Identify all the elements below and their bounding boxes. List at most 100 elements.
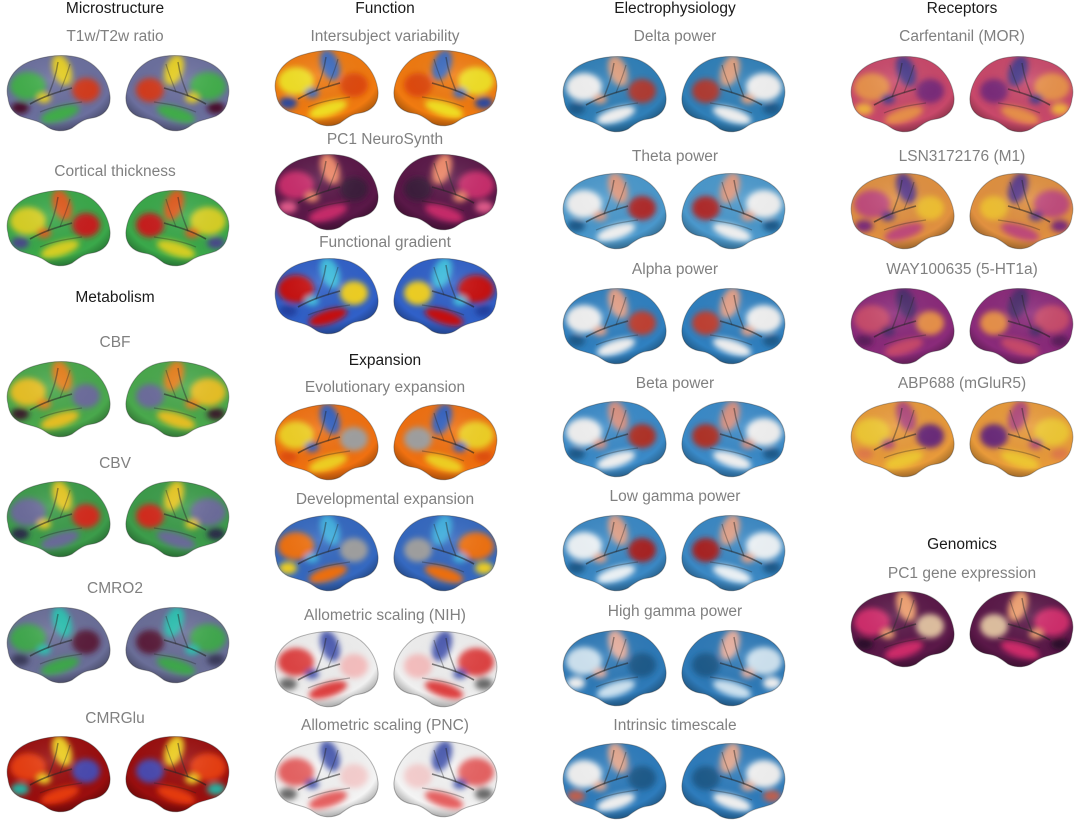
map-label-high-gamma-power: High gamma power xyxy=(607,603,743,620)
brain-hemisphere-left xyxy=(268,255,381,335)
section-header-expansion: Expansion xyxy=(348,352,422,369)
brain-pair-cortical-thickness xyxy=(0,187,236,267)
map-label-functional-gradient: Functional gradient xyxy=(319,234,451,251)
brain-hemisphere-left xyxy=(0,733,113,813)
brain-hemisphere-right xyxy=(391,255,504,335)
brain-hemisphere-left xyxy=(0,52,113,132)
section-header-genomics: Genomics xyxy=(927,536,997,553)
map-label-way100635: WAY100635 (5-HT1a) xyxy=(886,261,1038,278)
section-header-function: Function xyxy=(355,0,415,17)
map-label-intrinsic-timescale: Intrinsic timescale xyxy=(613,717,737,734)
brain-hemisphere-right xyxy=(679,627,792,707)
brain-pair-low-gamma-power xyxy=(556,512,792,592)
brain-pair-functional-gradient xyxy=(268,255,504,335)
brain-hemisphere-right xyxy=(123,604,236,684)
brain-hemisphere-left xyxy=(556,285,669,365)
brain-pair-cbf xyxy=(0,358,236,438)
brain-hemisphere-left xyxy=(268,628,381,708)
brain-pair-delta-power xyxy=(556,53,792,133)
brain-hemisphere-right xyxy=(967,398,1080,478)
section-header-receptors: Receptors xyxy=(926,0,998,17)
brain-hemisphere-right xyxy=(123,733,236,813)
section-header-electrophysiology: Electrophysiology xyxy=(614,0,736,17)
section-header-microstructure: Microstructure xyxy=(65,0,165,17)
brain-pair-intrinsic-timescale xyxy=(556,740,792,820)
brain-hemisphere-left xyxy=(0,358,113,438)
map-label-allometric-pnc: Allometric scaling (PNC) xyxy=(301,717,469,734)
brain-hemisphere-left xyxy=(844,53,957,133)
brain-hemisphere-right xyxy=(123,187,236,267)
map-label-pc1-gene-expression: PC1 gene expression xyxy=(887,565,1037,582)
brain-pair-theta-power xyxy=(556,170,792,250)
brain-hemisphere-right xyxy=(679,170,792,250)
map-label-developmental-expansion: Developmental expansion xyxy=(295,491,475,508)
brain-hemisphere-left xyxy=(0,187,113,267)
brain-pair-allometric-pnc xyxy=(268,738,504,818)
brain-hemisphere-right xyxy=(391,738,504,818)
map-label-t1w-t2w: T1w/T2w ratio xyxy=(66,28,164,45)
map-label-cbf: CBF xyxy=(99,334,131,351)
brain-pair-t1w-t2w xyxy=(0,52,236,132)
brain-pair-way100635 xyxy=(844,285,1080,365)
brain-hemisphere-left xyxy=(268,151,381,231)
brain-hemisphere-left xyxy=(556,170,669,250)
brain-hemisphere-right xyxy=(967,170,1080,250)
brain-hemisphere-left xyxy=(844,170,957,250)
map-label-low-gamma-power: Low gamma power xyxy=(609,488,741,505)
map-label-abp688: ABP688 (mGluR5) xyxy=(897,375,1027,392)
brain-hemisphere-right xyxy=(123,358,236,438)
brain-pair-abp688 xyxy=(844,398,1080,478)
brain-hemisphere-right xyxy=(967,285,1080,365)
map-label-intersubject-variability: Intersubject variability xyxy=(310,28,460,45)
map-label-cmrglu: CMRGlu xyxy=(85,710,145,727)
brain-hemisphere-left xyxy=(268,738,381,818)
brain-pair-intersubject-variability xyxy=(268,47,504,127)
brain-hemisphere-left xyxy=(268,512,381,592)
brain-hemisphere-right xyxy=(679,398,792,478)
brain-pair-pc1-gene-expression xyxy=(844,588,1080,668)
brain-hemisphere-right xyxy=(391,47,504,127)
brain-pair-evolutionary-expansion xyxy=(268,401,504,481)
map-label-delta-power: Delta power xyxy=(633,28,717,45)
brain-pair-cmrglu xyxy=(0,733,236,813)
brain-hemisphere-right xyxy=(123,52,236,132)
map-label-carfentanil: Carfentanil (MOR) xyxy=(899,28,1025,45)
brain-hemisphere-left xyxy=(556,512,669,592)
brain-hemisphere-left xyxy=(844,588,957,668)
brain-pair-allometric-nih xyxy=(268,628,504,708)
brain-pair-beta-power xyxy=(556,398,792,478)
brain-hemisphere-right xyxy=(123,478,236,558)
brain-hemisphere-right xyxy=(391,151,504,231)
brain-pair-lsn3172176 xyxy=(844,170,1080,250)
brain-pair-high-gamma-power xyxy=(556,627,792,707)
brain-pair-pc1-neurosynth xyxy=(268,151,504,231)
brain-hemisphere-left xyxy=(268,401,381,481)
brain-hemisphere-right xyxy=(679,512,792,592)
brain-hemisphere-left xyxy=(0,604,113,684)
map-label-lsn3172176: LSN3172176 (M1) xyxy=(898,148,1026,165)
brain-pair-alpha-power xyxy=(556,285,792,365)
map-label-pc1-neurosynth: PC1 NeuroSynth xyxy=(326,131,444,148)
brain-hemisphere-right xyxy=(679,285,792,365)
brain-hemisphere-left xyxy=(844,398,957,478)
brain-hemisphere-right xyxy=(967,53,1080,133)
brain-hemisphere-left xyxy=(556,53,669,133)
map-label-beta-power: Beta power xyxy=(635,375,715,392)
map-label-alpha-power: Alpha power xyxy=(631,261,719,278)
brain-hemisphere-left xyxy=(268,47,381,127)
map-label-theta-power: Theta power xyxy=(631,148,719,165)
brain-hemisphere-left xyxy=(556,627,669,707)
map-label-cbv: CBV xyxy=(99,455,131,472)
map-label-cmro2: CMRO2 xyxy=(87,580,143,597)
section-header-metabolism: Metabolism xyxy=(75,289,155,306)
brain-hemisphere-right xyxy=(967,588,1080,668)
brain-pair-cbv xyxy=(0,478,236,558)
brain-pair-cmro2 xyxy=(0,604,236,684)
brain-hemisphere-right xyxy=(391,512,504,592)
brain-pair-carfentanil xyxy=(844,53,1080,133)
map-label-cortical-thickness: Cortical thickness xyxy=(54,163,176,180)
map-label-evolutionary-expansion: Evolutionary expansion xyxy=(304,379,466,396)
brain-hemisphere-right xyxy=(679,740,792,820)
brain-hemisphere-right xyxy=(391,401,504,481)
brain-hemisphere-right xyxy=(391,628,504,708)
